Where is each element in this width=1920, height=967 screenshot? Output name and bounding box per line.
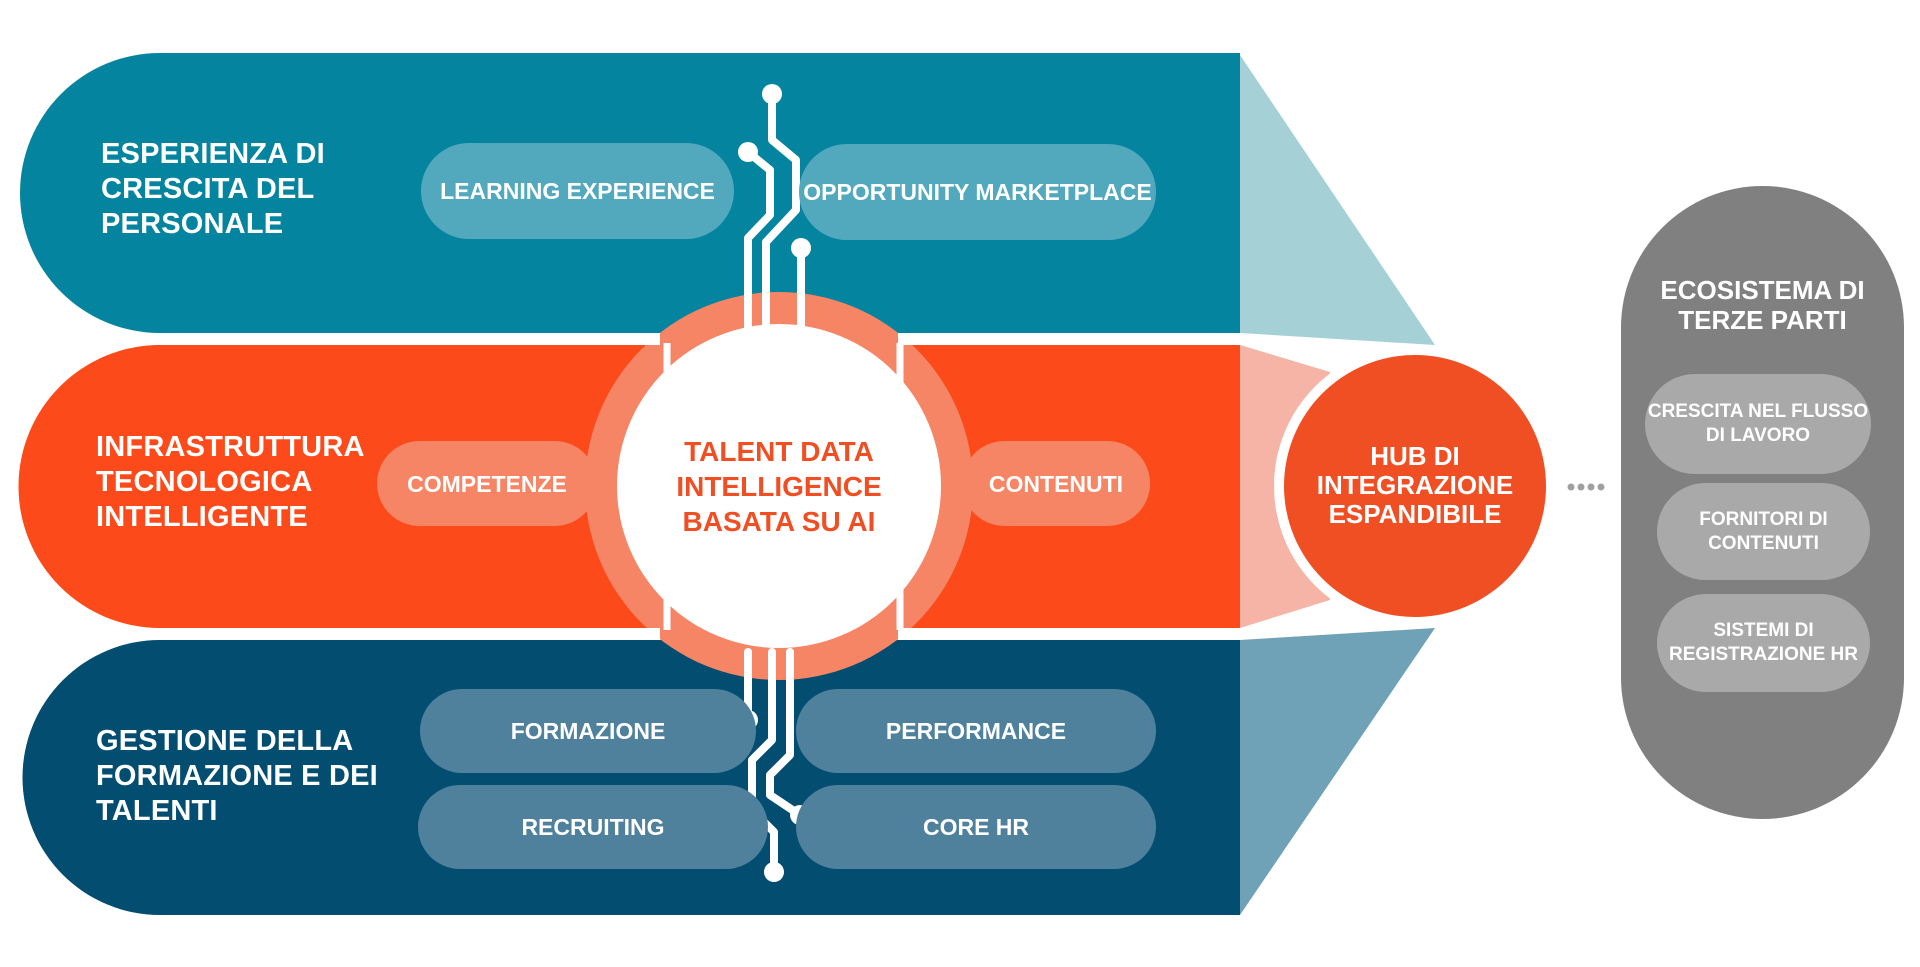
band-growth-title: ESPERIENZA DI CRESCITA DEL PERSONALE [101, 138, 325, 240]
funnel-bottom [1240, 628, 1435, 915]
pill-core-hr: CORE HR [796, 785, 1156, 869]
center-ring-gap-right-b [898, 628, 918, 640]
band-infrastructure-title: INFRASTRUTTURA TECNOLOGICA INTELLIGENTE [96, 431, 364, 533]
pill-formazione: FORMAZIONE [420, 689, 756, 773]
ecosystem-item-content-providers: FORNITORI DI CONTENUTI [1657, 483, 1870, 580]
ecosystem-title: ECOSISTEMA DI TERZE PARTI [1660, 275, 1865, 335]
circuit-top-icon [744, 90, 805, 334]
ecosystem-item-hr-records: SISTEMI DI REGISTRAZIONE HR [1657, 594, 1870, 692]
pill-learning-experience: LEARNING EXPERIENCE [421, 143, 734, 239]
circuit-top-nodes [738, 84, 811, 258]
pill-performance: PERFORMANCE [796, 689, 1156, 773]
pill-competenze: COMPETENZE [377, 441, 597, 526]
pill-opportunity-marketplace: OPPORTUNITY MARKETPLACE [799, 144, 1156, 240]
hub-label: HUB DI INTEGRAZIONE ESPANDIBILE [1316, 440, 1514, 529]
dotted-line-icon [1567, 483, 1605, 491]
center-circle [617, 324, 941, 648]
center-label: TALENT DATA INTELLIGENCE BASATA SU AI [676, 435, 882, 537]
band-management-title: GESTIONE DELLA FORMAZIONE E DEI TALENTI [96, 725, 378, 827]
center-ring-gap-right [898, 333, 918, 345]
funnel-top [1240, 55, 1435, 345]
center-ring-gap-left-b [640, 628, 660, 640]
pill-contenuti: CONTENUTI [962, 441, 1150, 526]
center-ring-gap-left [640, 333, 660, 345]
pill-recruiting: RECRUITING [418, 785, 768, 869]
ecosystem-item-workflow: CRESCITA NEL FLUSSO DI LAVORO [1645, 374, 1871, 474]
hub-circle [1284, 355, 1546, 617]
